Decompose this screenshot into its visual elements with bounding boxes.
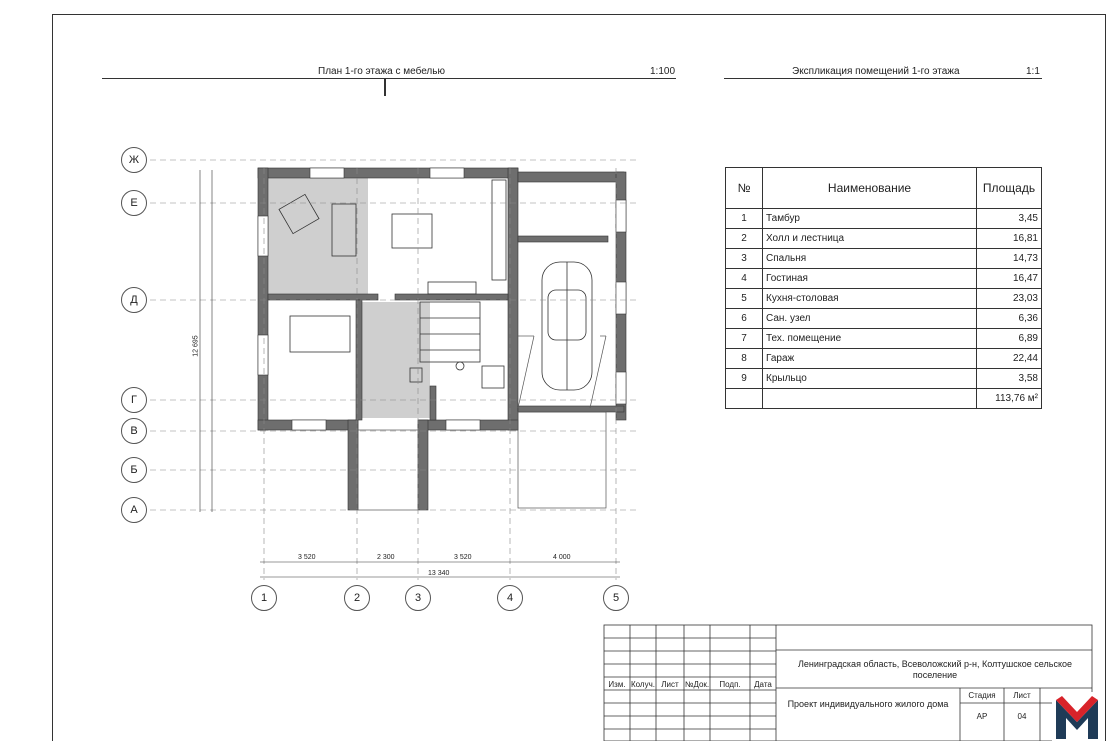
- furniture: [278, 179, 507, 389]
- explication-header-row: № Наименование Площадь: [725, 167, 1042, 209]
- col-area: Площадь: [976, 167, 1042, 209]
- tb-col-sign: Подп.: [719, 680, 741, 689]
- axis-letter-2: Д: [121, 287, 147, 313]
- garage-apron: [517, 335, 607, 509]
- brand-logo-icon: [1052, 692, 1102, 741]
- axis-letter-1: Е: [121, 190, 147, 216]
- axis-letter-0: Ж: [121, 147, 147, 173]
- dimension-lines: [199, 170, 620, 578]
- explication-scale: 1:1: [1026, 66, 1040, 77]
- axis-letter-6: А: [121, 497, 147, 523]
- axis-letter-3: Г: [121, 387, 147, 413]
- dim-bottom-3: 3 520: [454, 554, 472, 561]
- axis-number-1: 2: [344, 585, 370, 611]
- explication-total-row: 113,76 м²: [725, 388, 1042, 409]
- explication-total: 113,76 м²: [976, 388, 1042, 409]
- tb-sheet-label: Лист: [1013, 691, 1031, 700]
- tb-location: Ленинградская область, Всеволожский р-н,…: [798, 659, 1072, 680]
- tb-col-izm: Изм.: [608, 680, 626, 689]
- tb-stage-label: Стадия: [968, 691, 996, 700]
- axis-letter-5: Б: [121, 457, 147, 483]
- window-openings: [257, 167, 627, 431]
- axis-number-4: 5: [603, 585, 629, 611]
- tb-col-koluch: Колуч.: [631, 680, 655, 689]
- tb-col-doc: №Док.: [684, 680, 710, 689]
- dim-bottom-1: 3 520: [298, 554, 316, 561]
- plan-title-rule: [102, 78, 676, 79]
- tb-project: Проект индивидуального жилого дома: [787, 699, 949, 709]
- explication-cell-area: 6,36: [976, 308, 1042, 329]
- sheet-frame-top: [52, 14, 1106, 15]
- explication-title: Экспликация помещений 1-го этажа: [792, 66, 960, 77]
- dim-bottom-2: 2 300: [377, 554, 395, 561]
- axis-lines: [150, 159, 640, 580]
- axis-number-2: 3: [405, 585, 431, 611]
- tb-stage: АР: [976, 712, 988, 721]
- axis-number-0: 1: [251, 585, 277, 611]
- axis-number-3: 4: [497, 585, 523, 611]
- sheet-frame-left: [52, 14, 53, 741]
- garage-car: [541, 261, 593, 391]
- explication-title-rule: [724, 78, 1042, 79]
- axis-letter-4: В: [121, 418, 147, 444]
- plan-title-tick: [384, 78, 386, 96]
- dim-total: 13 340: [428, 570, 450, 577]
- plan-scale: 1:100: [650, 66, 676, 77]
- plan-title: План 1-го этажа с мебелью: [318, 66, 445, 77]
- living-room-fill: [268, 178, 368, 294]
- dim-bottom-4: 4 000: [553, 554, 571, 561]
- tb-col-list: Лист: [661, 680, 679, 689]
- tb-sheet: 04: [1017, 712, 1027, 721]
- tb-col-date: Дата: [754, 680, 772, 689]
